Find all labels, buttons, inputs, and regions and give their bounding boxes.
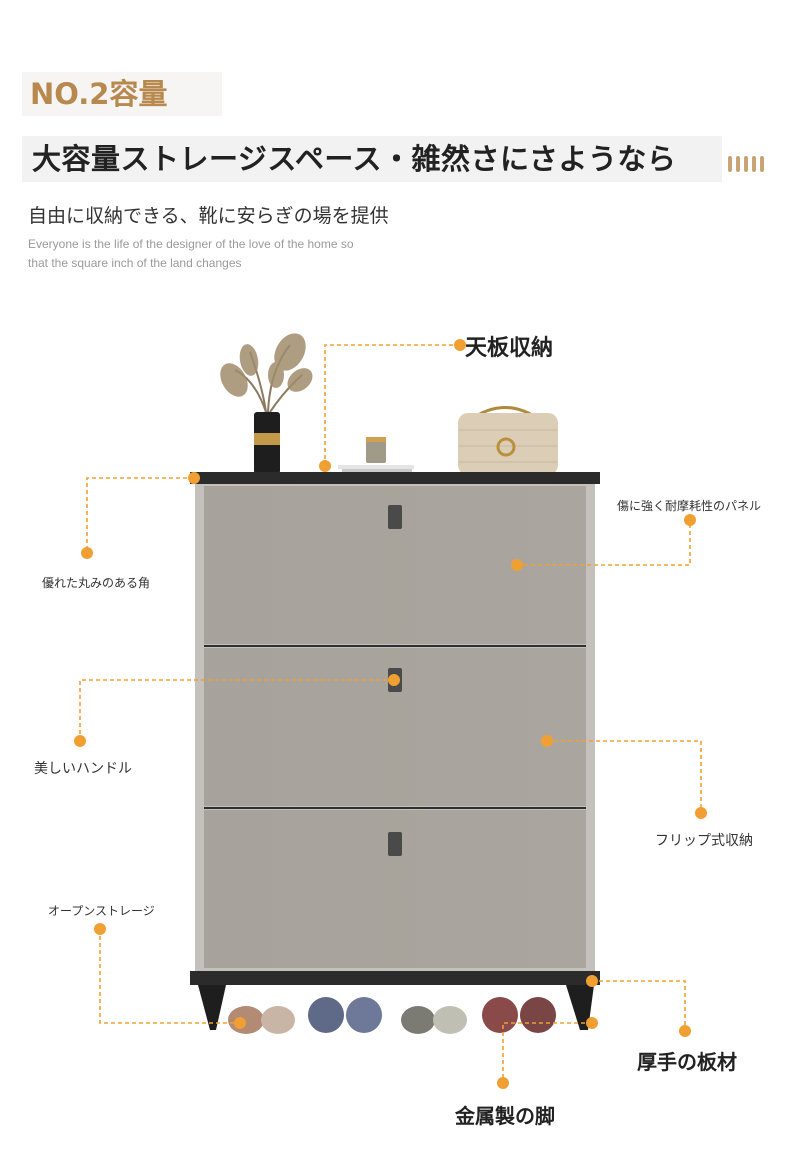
handle-1 [388, 505, 402, 529]
english-tagline-1: Everyone is the life of the designer of … [28, 237, 354, 251]
label-rounded-corners: 優れた丸みのある角 [42, 576, 151, 590]
label-metal-legs: 金属製の脚 [455, 1104, 555, 1128]
subtitle: 自由に収納できる、靴に安らぎの場を提供 [28, 205, 389, 227]
marker-dots [74, 339, 707, 1089]
label-open-storage: オープンストレージ [48, 904, 155, 918]
headline: 大容量ストレージスペース・雑然さにさようなら [22, 136, 722, 182]
english-tagline-2: that the square inch of the land changes [28, 256, 242, 270]
label-top-storage: 天板収納 [465, 336, 554, 361]
shoes [228, 997, 556, 1034]
label-flip-storage: フリップ式収納 [655, 833, 753, 849]
label-panel: 傷に強く耐摩耗性のパネル [617, 499, 762, 513]
handbag [458, 406, 558, 475]
vase-decoration [220, 333, 313, 474]
label-thick-board: 厚手の板材 [637, 1050, 737, 1074]
books-and-candle [338, 437, 414, 473]
decorative-bars [728, 156, 768, 176]
leg-right [566, 985, 594, 1030]
handle-3 [388, 832, 402, 856]
leg-left [198, 985, 226, 1030]
bottom-board [190, 971, 600, 985]
label-handle: 美しいハンドル [34, 761, 132, 777]
top-board [190, 472, 600, 484]
section-number: NO.2容量 [22, 72, 222, 116]
